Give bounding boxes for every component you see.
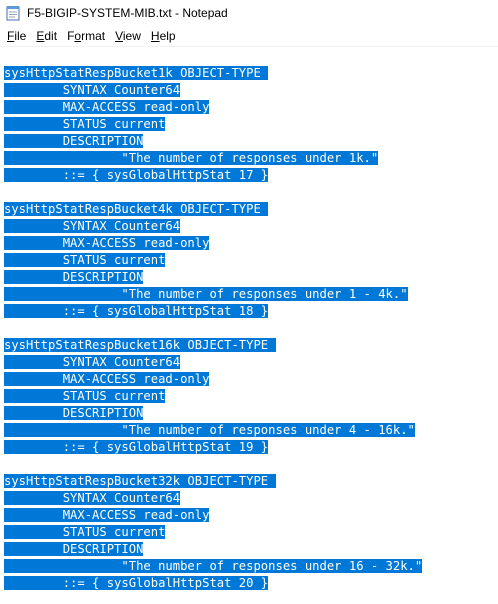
menu-edit[interactable]: Edit: [31, 29, 62, 43]
selected-text: "The number of responses under 1 - 4k.": [4, 287, 408, 301]
editor-line: STATUS current: [4, 524, 422, 541]
selected-text: DESCRIPTION: [4, 270, 144, 284]
notepad-icon: [6, 5, 20, 21]
selected-text: SYNTAX Counter64: [4, 219, 181, 233]
editor-line: "The number of responses under 16 - 32k.…: [4, 558, 423, 575]
selected-text: "The number of responses under 1k.": [4, 151, 379, 165]
editor-line: ::= { sysGlobalHttpStat 18 }: [4, 303, 422, 320]
selected-text: ::= { sysGlobalHttpStat 17 }: [4, 168, 269, 182]
editor-line: MAX-ACCESS read-only: [4, 507, 422, 524]
editor-line: DESCRIPTION: [4, 405, 422, 422]
selected-text: DESCRIPTION: [4, 542, 144, 556]
menu-file-label: ile: [14, 29, 27, 43]
editor-line: sysHttpStatRespBucket1k OBJECT-TYPE: [4, 65, 422, 82]
editor-line: MAX-ACCESS read-only: [4, 99, 422, 116]
editor-line: STATUS current: [4, 252, 422, 269]
selected-text: DESCRIPTION: [4, 406, 144, 420]
editor-line: SYNTAX Counter64: [4, 82, 422, 99]
editor-line: [4, 184, 422, 201]
menu-divider: [0, 46, 498, 47]
editor-line: DESCRIPTION: [4, 269, 422, 286]
selected-text: sysHttpStatRespBucket1k OBJECT-TYPE: [4, 66, 269, 80]
text-editor-area[interactable]: sysHttpStatRespBucket1k OBJECT-TYPE SYNT…: [0, 47, 498, 604]
editor-line: sysHttpStatRespBucket32k OBJECT-TYPE: [4, 473, 422, 490]
selected-text: sysHttpStatRespBucket32k OBJECT-TYPE: [4, 474, 276, 488]
editor-line: SYNTAX Counter64: [4, 354, 422, 371]
selected-text: SYNTAX Counter64: [4, 83, 181, 97]
editor-line: MAX-ACCESS read-only: [4, 235, 422, 252]
editor-line: SYNTAX Counter64: [4, 218, 422, 235]
menu-view-accel: V: [115, 29, 123, 43]
selected-text: ::= { sysGlobalHttpStat 20 }: [4, 576, 269, 590]
editor-line: STATUS current: [4, 388, 422, 405]
menu-edit-accel: E: [36, 29, 45, 43]
editor-line: ::= { sysGlobalHttpStat 19 }: [4, 439, 422, 456]
menu-help-label: elp: [159, 29, 176, 43]
editor-text[interactable]: sysHttpStatRespBucket1k OBJECT-TYPE SYNT…: [4, 65, 423, 592]
editor-line: DESCRIPTION: [4, 541, 422, 558]
selected-text: SYNTAX Counter64: [4, 491, 181, 505]
selected-text: MAX-ACCESS read-only: [4, 236, 210, 250]
menu-format-label: rmat: [81, 29, 106, 43]
selected-text: "The number of responses under 4 - 16k.": [4, 423, 415, 437]
selected-text: STATUS current: [4, 389, 166, 403]
selected-text: ::= { sysGlobalHttpStat 19 }: [4, 440, 269, 454]
menu-format-pre: F: [67, 29, 75, 43]
editor-line: ::= { sysGlobalHttpStat 17 }: [4, 167, 422, 184]
selected-text: "The number of responses under 16 - 32k.…: [4, 559, 423, 573]
selected-text: STATUS current: [4, 253, 166, 267]
editor-line: STATUS current: [4, 116, 422, 133]
title-bar[interactable]: F5-BIGIP-SYSTEM-MIB.txt - Notepad: [0, 0, 498, 26]
menu-edit-label: dit: [44, 29, 58, 43]
selected-text: sysHttpStatRespBucket4k OBJECT-TYPE: [4, 202, 269, 216]
editor-line: SYNTAX Counter64: [4, 490, 422, 507]
menu-view[interactable]: View: [110, 29, 146, 43]
selected-text: MAX-ACCESS read-only: [4, 372, 210, 386]
window-title: F5-BIGIP-SYSTEM-MIB.txt - Notepad: [27, 6, 228, 20]
menu-format-accel: o: [74, 29, 82, 43]
editor-line: "The number of responses under 1k.": [4, 150, 422, 167]
selected-text: DESCRIPTION: [4, 134, 144, 148]
selected-text: STATUS current: [4, 525, 166, 539]
editor-line: "The number of responses under 4 - 16k.": [4, 422, 422, 439]
editor-line: DESCRIPTION: [4, 133, 422, 150]
editor-line: "The number of responses under 1 - 4k.": [4, 286, 422, 303]
editor-line: ::= { sysGlobalHttpStat 20 }: [4, 575, 422, 592]
menu-file[interactable]: File: [2, 29, 31, 43]
menu-bar: File Edit Format View Help: [0, 26, 498, 46]
editor-line: MAX-ACCESS read-only: [4, 371, 422, 388]
editor-line: [4, 320, 422, 337]
selected-text: SYNTAX Counter64: [4, 355, 181, 369]
selected-text: sysHttpStatRespBucket16k OBJECT-TYPE: [4, 338, 276, 352]
editor-line: sysHttpStatRespBucket4k OBJECT-TYPE: [4, 201, 422, 218]
selected-text: STATUS current: [4, 117, 166, 131]
editor-line: sysHttpStatRespBucket16k OBJECT-TYPE: [4, 337, 422, 354]
menu-format[interactable]: Format: [62, 29, 110, 43]
selected-text: MAX-ACCESS read-only: [4, 100, 210, 114]
menu-file-accel: F: [7, 29, 15, 43]
editor-line: [4, 456, 422, 473]
menu-view-label: iew: [122, 29, 141, 43]
selected-text: MAX-ACCESS read-only: [4, 508, 210, 522]
menu-help-accel: H: [150, 29, 160, 43]
selected-text: ::= { sysGlobalHttpStat 18 }: [4, 304, 269, 318]
menu-help[interactable]: Help: [146, 29, 181, 43]
